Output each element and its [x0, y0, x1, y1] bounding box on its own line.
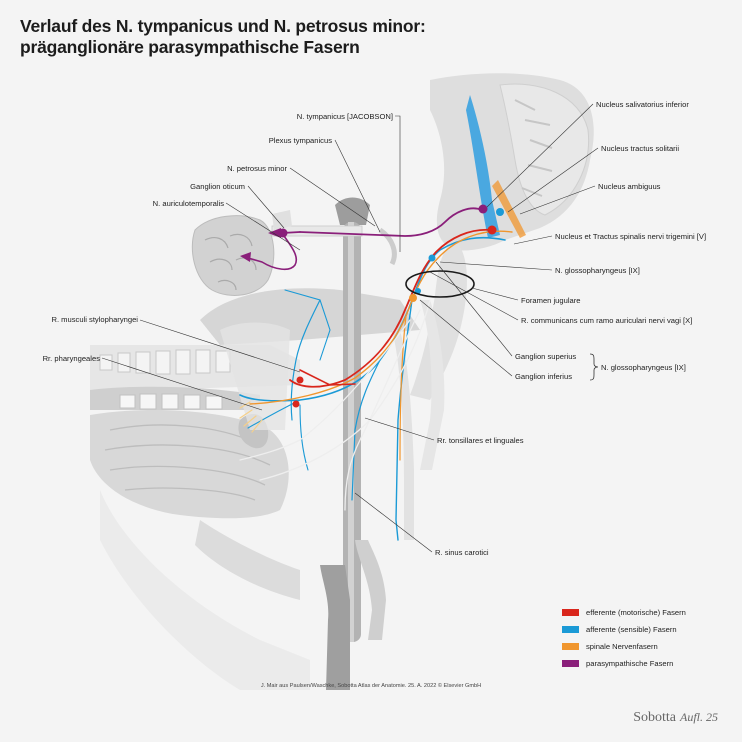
label-nucleus-tractus: Nucleus tractus solitarii — [601, 144, 680, 153]
label-ganglion-oticum: Ganglion oticum — [190, 182, 245, 191]
legend-swatch-afferent — [562, 626, 579, 633]
nucleus-tractus-dot — [496, 208, 504, 216]
legend-label-afferent: afferente (sensible) Fasern — [586, 625, 677, 634]
label-n-tympanicus: N. tympanicus [JACOBSON] — [296, 112, 393, 121]
brace — [589, 353, 599, 381]
skull-and-face — [90, 288, 420, 690]
label-ganglion-superius: Ganglion superius — [515, 352, 577, 361]
page-title: Verlauf des N. tympanicus und N. petrosu… — [20, 16, 540, 58]
legend-swatch-parasympathetic — [562, 660, 579, 667]
title-line-2: präganglionäre parasympathische Fasern — [20, 37, 360, 57]
label-n-glossopharyngeus-brace: N. glossopharyngeus [IX] — [601, 363, 686, 372]
nerve-fibres — [239, 207, 513, 541]
label-nucleus-trigemini: Nucleus et Tractus spinalis nervi trigem… — [555, 232, 707, 241]
label-rr-pharyngeales: Rr. pharyngeales — [42, 354, 100, 363]
legend-label-parasympathetic: parasympathische Fasern — [586, 659, 674, 668]
arrowhead-auriculotemporalis — [240, 252, 251, 262]
label-nucleus-ambiguus: Nucleus ambiguus — [598, 182, 661, 191]
title-line-1: Verlauf des N. tympanicus und N. petrosu… — [20, 16, 426, 36]
leader-lines — [101, 103, 599, 553]
ganglion-inferius-dot — [409, 294, 417, 302]
legend-label-efferent: efferente (motorische) Fasern — [586, 608, 686, 617]
label-ganglion-inferius: Ganglion inferius — [515, 372, 572, 381]
brand-edition: Aufl. 25 — [680, 710, 718, 724]
brand-name: Sobotta — [633, 710, 676, 725]
brainstem — [410, 73, 594, 400]
label-r-sinus-carotici: R. sinus carotici — [435, 548, 489, 557]
vessels — [320, 197, 445, 690]
legend-swatch-spinal — [562, 643, 579, 650]
arrowhead-petrosus — [268, 228, 281, 238]
stylopharyngeus-dot — [296, 376, 304, 384]
label-plexus-tympanicus: Plexus tympanicus — [268, 136, 332, 145]
label-r-communicans: R. communicans cum ramo auriculari nervi… — [521, 316, 693, 325]
pharyngeal-dot — [292, 400, 300, 408]
label-r-musculi-stylopharyngei: R. musculi stylopharyngei — [51, 315, 138, 324]
label-n-petrosus-minor: N. petrosus minor — [227, 164, 287, 173]
label-nucleus-salivatorius: Nucleus salivatorius inferior — [596, 100, 689, 109]
ganglion-inferius-dot-2 — [415, 288, 421, 294]
nucleus-salivatorius-dot — [478, 204, 488, 214]
foramen-jugulare-ellipse — [405, 270, 475, 298]
ganglion-superius-dot — [428, 254, 436, 262]
legend-swatch-efferent — [562, 609, 579, 616]
label-n-glossopharyngeus-top: N. glossopharyngeus [IX] — [555, 266, 640, 275]
image-credit: J. Mair aus Paulsen/Waschke, Sobotta Atl… — [260, 683, 482, 689]
nucleus-ambiguus-dot — [487, 225, 497, 235]
label-rr-tonsillares: Rr. tonsillares et linguales — [437, 436, 524, 445]
label-n-auriculotemporalis: N. auriculotemporalis — [152, 199, 224, 208]
ganglion-oticum-dot — [278, 228, 288, 238]
brand-mark: Sobotta Aufl. 25 — [633, 710, 718, 726]
parotid-gland — [191, 210, 397, 296]
label-foramen-jugulare: Foramen jugulare — [521, 296, 581, 305]
legend-label-spinal: spinale Nervenfasern — [586, 642, 658, 651]
